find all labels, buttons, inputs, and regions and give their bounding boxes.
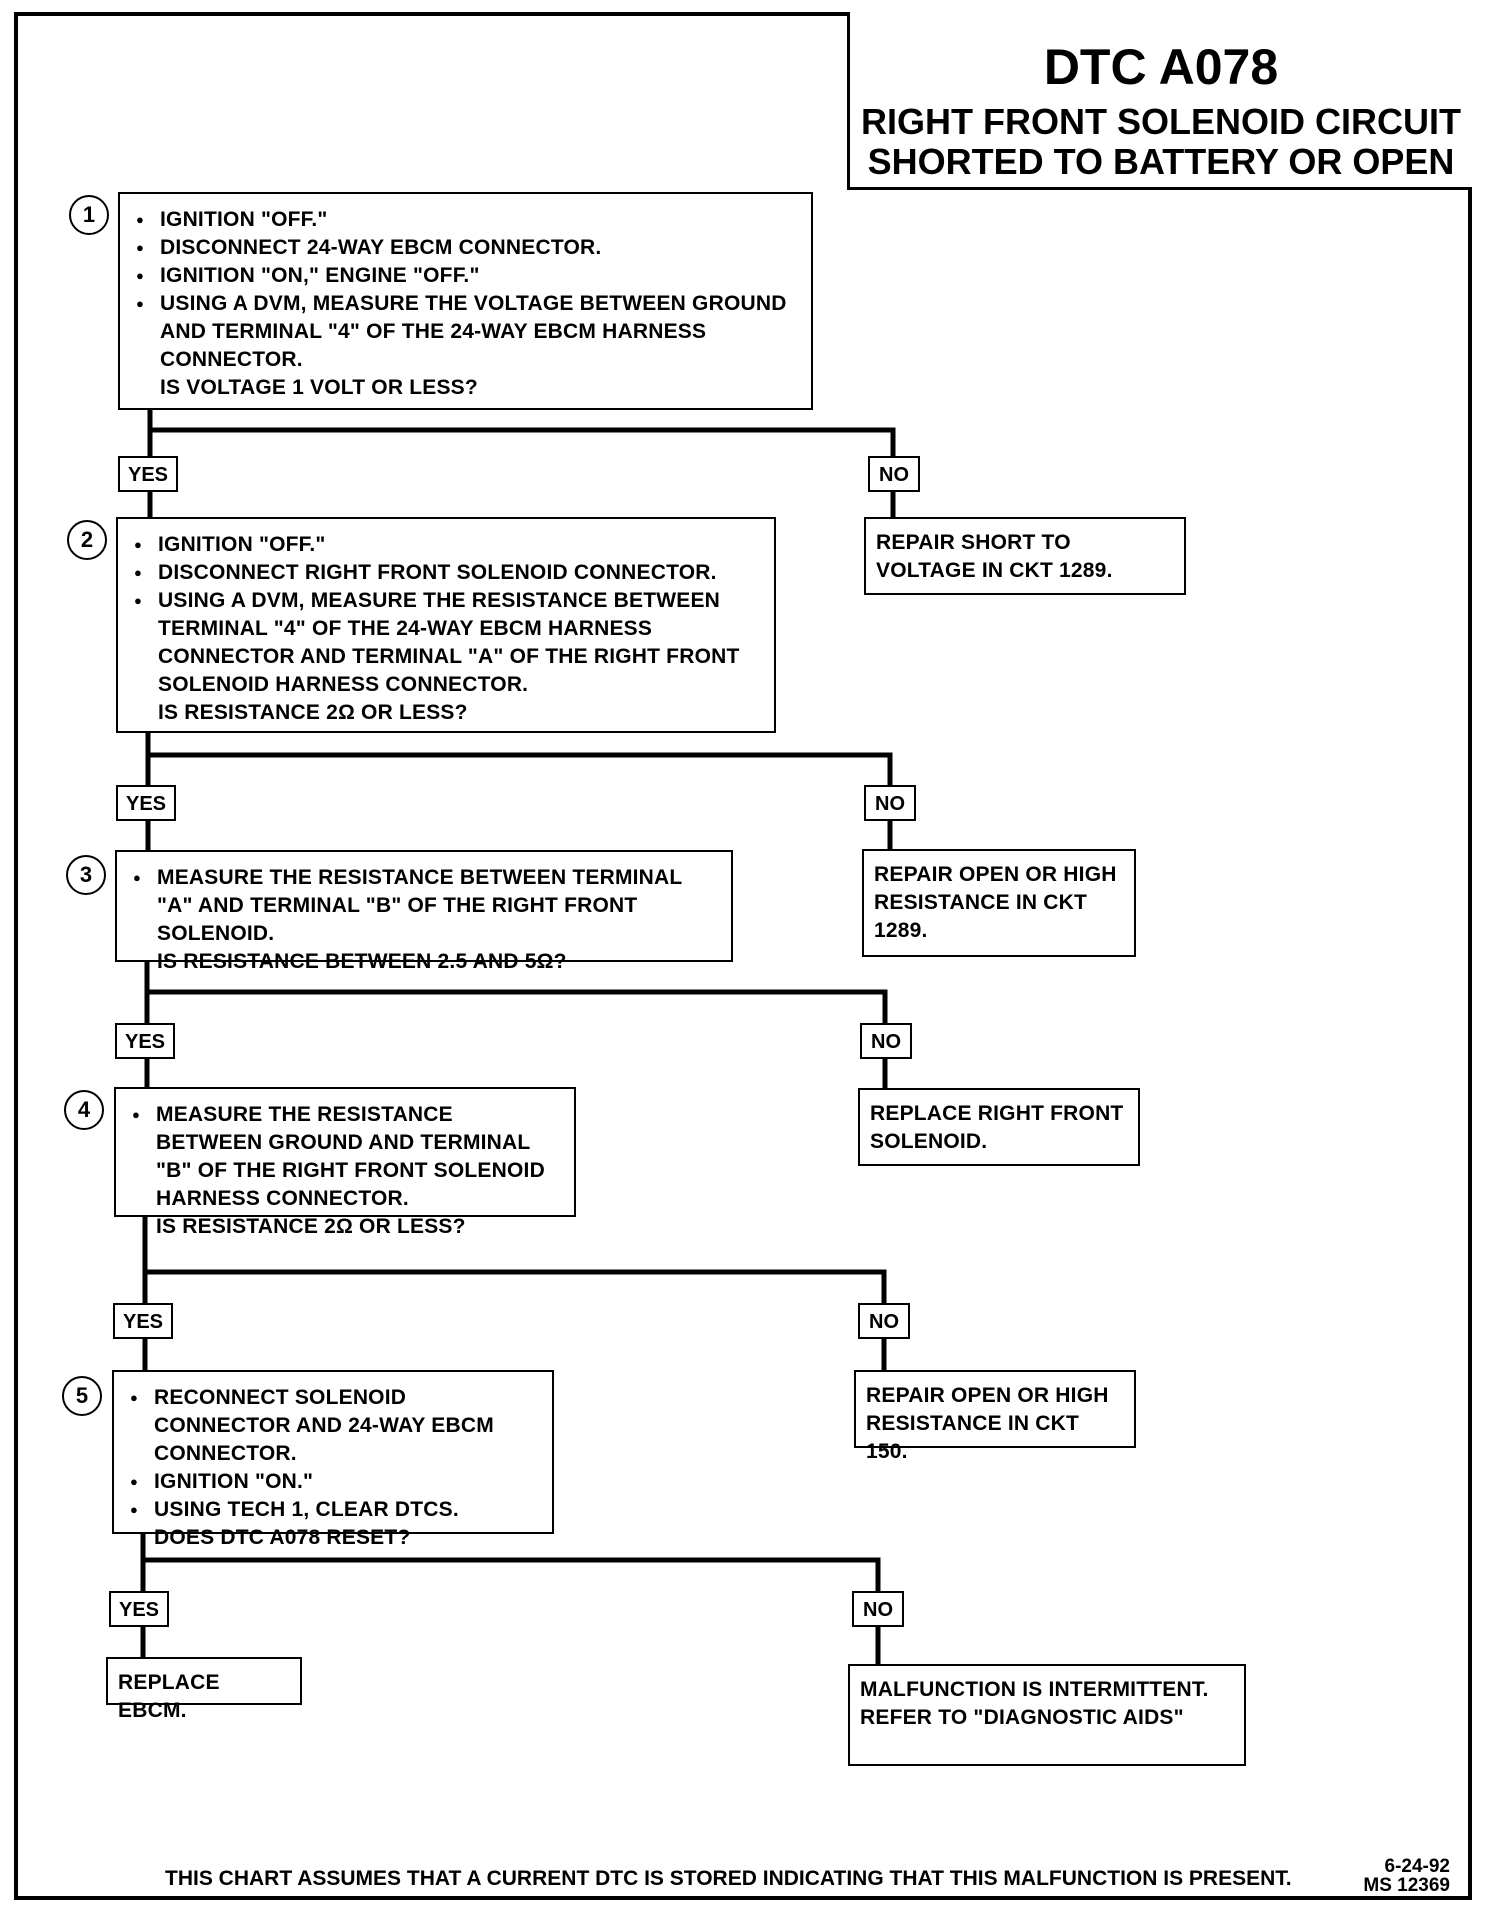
footer-note: THIS CHART ASSUMES THAT A CURRENT DTC IS… [165, 1867, 1292, 1890]
chart-date: 6-24-92 [1384, 1856, 1451, 1877]
step-2-bullet: USING A DVM, MEASURE THE RESISTANCE BETW… [126, 587, 760, 699]
title-block: DTC A078 RIGHT FRONT SOLENOID CIRCUIT SH… [847, 12, 1472, 190]
yes-label-3: YES [115, 1023, 175, 1059]
step-1-bullet: USING A DVM, MEASURE THE VOLTAGE BETWEEN… [128, 290, 797, 374]
step-5-question: DOES DTC A078 RESET? [154, 1526, 411, 1549]
step-2-bullet: IGNITION "OFF." [126, 531, 760, 559]
step-3-box: MEASURE THE RESISTANCE BETWEEN TERMINAL … [115, 850, 733, 973]
result-no-5-line: REFER TO "DIAGNOSTIC AIDS" [860, 1706, 1184, 1729]
no-label-2: NO [864, 785, 916, 821]
step-1-question: IS VOLTAGE 1 VOLT OR LESS? [160, 376, 478, 399]
step-5-box: RECONNECT SOLENOID CONNECTOR AND 24-WAY … [112, 1370, 554, 1549]
yes-label-4: YES [113, 1303, 173, 1339]
step-5-bullet: IGNITION "ON." [122, 1468, 538, 1496]
dtc-description-line: SHORTED TO BATTERY OR OPEN [867, 141, 1455, 182]
step-3-question: IS RESISTANCE BETWEEN 2.5 AND 5Ω? [157, 950, 567, 973]
result-no-5-line: MALFUNCTION IS INTERMITTENT. [860, 1678, 1209, 1701]
connector-4 [142, 1214, 887, 1373]
step-4-box: MEASURE THE RESISTANCE BETWEEN GROUND AN… [114, 1087, 576, 1238]
result-no-3: REPLACE RIGHT FRONT SOLENOID. [858, 1088, 1140, 1166]
step-2-question: IS RESISTANCE 2Ω OR LESS? [158, 701, 468, 724]
yes-label-1: YES [118, 456, 178, 492]
no-label-5: NO [852, 1591, 904, 1627]
no-label-3: NO [860, 1023, 912, 1059]
result-no-1: REPAIR SHORT TO VOLTAGE IN CKT 1289. [864, 517, 1186, 595]
chart-reference: 6-24-92 MS 12369 [1338, 1857, 1450, 1895]
step-1-bullet: IGNITION "OFF." [128, 206, 797, 234]
result-yes-5: REPLACE EBCM. [106, 1657, 302, 1722]
connector-1 [147, 407, 896, 521]
step-1-bullet: IGNITION "ON," ENGINE "OFF." [128, 262, 797, 290]
step-2-box: IGNITION "OFF." DISCONNECT RIGHT FRONT S… [116, 517, 776, 733]
step-3-bullet: MEASURE THE RESISTANCE BETWEEN TERMINAL … [125, 864, 717, 948]
step-1-bullet: DISCONNECT 24-WAY EBCM CONNECTOR. [128, 234, 797, 262]
dtc-description-line: RIGHT FRONT SOLENOID CIRCUIT [861, 101, 1461, 142]
result-no-4: REPAIR OPEN OR HIGH RESISTANCE IN CKT 15… [854, 1370, 1136, 1463]
step-5-bullet: RECONNECT SOLENOID CONNECTOR AND 24-WAY … [122, 1384, 538, 1468]
connector-2 [145, 730, 893, 853]
connector-5 [140, 1531, 881, 1668]
connector-3 [144, 959, 888, 1090]
yes-label-2: YES [116, 785, 176, 821]
result-no-5: MALFUNCTION IS INTERMITTENT. REFER TO "D… [848, 1664, 1246, 1766]
result-no-2: REPAIR OPEN OR HIGH RESISTANCE IN CKT 12… [862, 849, 1136, 957]
step-number-4: 4 [64, 1090, 104, 1130]
step-number-3: 3 [66, 855, 106, 895]
step-number-2: 2 [67, 520, 107, 560]
step-1-box: IGNITION "OFF." DISCONNECT 24-WAY EBCM C… [118, 192, 813, 410]
step-4-question: IS RESISTANCE 2Ω OR LESS? [156, 1215, 466, 1238]
dtc-description: RIGHT FRONT SOLENOID CIRCUIT SHORTED TO … [850, 102, 1472, 182]
no-label-4: NO [858, 1303, 910, 1339]
chart-id: MS 12369 [1363, 1875, 1450, 1896]
step-number-1: 1 [69, 195, 109, 235]
step-number-5: 5 [62, 1376, 102, 1416]
yes-label-5: YES [109, 1591, 169, 1627]
step-5-bullet: USING TECH 1, CLEAR DTCs. [122, 1496, 538, 1524]
step-4-bullet: MEASURE THE RESISTANCE BETWEEN GROUND AN… [124, 1101, 560, 1213]
step-2-bullet: DISCONNECT RIGHT FRONT SOLENOID CONNECTO… [126, 559, 760, 587]
dtc-code: DTC A078 [1043, 39, 1279, 95]
page-frame [14, 12, 1472, 1900]
no-label-1: NO [868, 456, 920, 492]
